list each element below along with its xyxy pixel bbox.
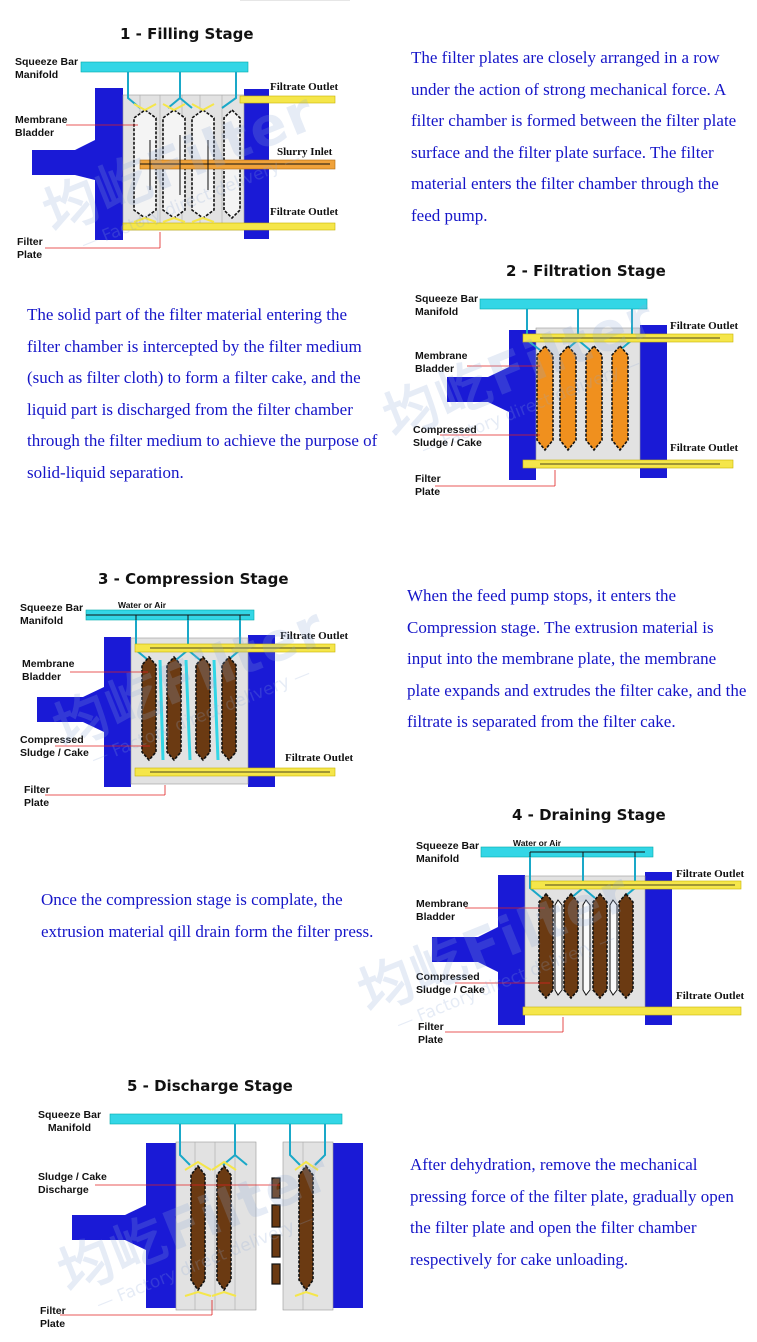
- compression-diagram: [37, 609, 336, 796]
- filling-diagram: [32, 61, 336, 249]
- stage-description: The filter plates are closely arranged i…: [411, 48, 737, 225]
- bladder-label: Membrane Bladder: [22, 658, 75, 683]
- stage-filling: 1 - Filling Stage: [0, 0, 757, 265]
- manifold-label: Squeeze Bar Manifold: [415, 293, 479, 318]
- filtration-diagram: [435, 298, 734, 487]
- sludge-label: Compressed Sludge / Cake: [413, 424, 482, 449]
- manifold-label: Squeeze Bar Manifold: [38, 1109, 102, 1134]
- manifold-label: Squeeze Bar Manifold: [20, 602, 84, 627]
- plate-label: Filter Plate: [40, 1305, 66, 1330]
- stage-description: When the feed pump stops, it enters the …: [407, 586, 747, 731]
- outlet-bottom-label: Filtrate Outlet: [676, 990, 745, 1002]
- outlet-top-label: Filtrate Outlet: [280, 630, 349, 642]
- bladder-label: Membrane Bladder: [15, 114, 68, 139]
- slurry-label: Slurry Inlet: [277, 146, 333, 158]
- plate-label: Filter Plate: [24, 784, 50, 809]
- top-divider: [240, 0, 350, 1]
- manifold-label: Squeeze Bar Manifold: [15, 56, 79, 81]
- outlet-bottom-label: Filtrate Outlet: [270, 206, 339, 218]
- plate-label: Filter Plate: [17, 236, 43, 261]
- manifold-label: Squeeze Bar Manifold: [416, 840, 480, 865]
- stage-title: 1 - Filling Stage: [120, 25, 254, 43]
- stage-title: 2 - Filtration Stage: [506, 262, 666, 280]
- stage-title: 5 - Discharge Stage: [127, 1077, 293, 1095]
- stage-title: 4 - Draining Stage: [512, 806, 666, 824]
- sludge-label: Compressed Sludge / Cake: [20, 734, 89, 759]
- stage-description: After dehydration, remove the mechanical…: [410, 1155, 734, 1269]
- stage-title: 3 - Compression Stage: [98, 570, 289, 588]
- outlet-bottom-label: Filtrate Outlet: [285, 752, 354, 764]
- draining-diagram: [432, 846, 742, 1033]
- plate-label: Filter Plate: [415, 473, 441, 498]
- sludge-label: Compressed Sludge / Cake: [416, 971, 485, 996]
- stage-compression: 3 - Compression Stage Water: [20, 570, 747, 809]
- water-label: Water or Air: [118, 600, 167, 610]
- outlet-top-label: Filtrate Outlet: [676, 868, 745, 880]
- stage-draining: 4 - Draining Stage: [41, 806, 745, 1046]
- stage-description: The solid part of the filter material en…: [27, 305, 378, 482]
- outlet-top-label: Filtrate Outlet: [670, 320, 739, 332]
- bladder-label: Membrane Bladder: [416, 898, 469, 923]
- plate-label: Filter Plate: [418, 1021, 444, 1046]
- outlet-bottom-label: Filtrate Outlet: [670, 442, 739, 454]
- outlet-top-label: Filtrate Outlet: [270, 81, 339, 93]
- stage-filtration: 2 - Filtration Stage Squeeze Bar Manifol…: [0, 0, 757, 540]
- water-label: Water or Air: [513, 838, 562, 848]
- discharge-label: Sludge / Cake Discharge: [38, 1171, 107, 1196]
- stage-description: Once the compression stage is complate, …: [41, 890, 374, 941]
- bladder-label: Membrane Bladder: [415, 350, 468, 375]
